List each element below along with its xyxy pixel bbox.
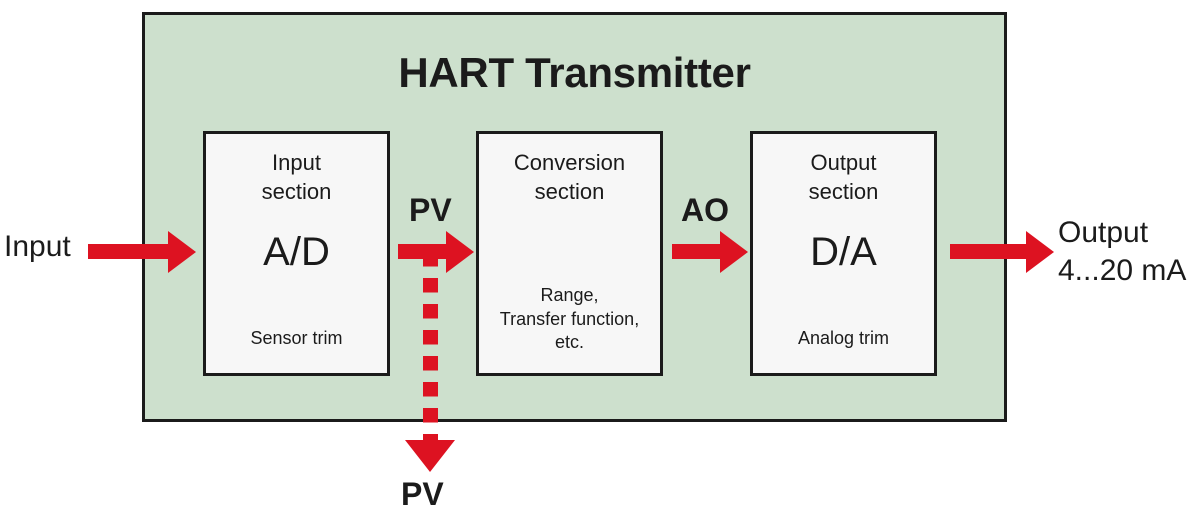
arrow-output-section-to-output bbox=[950, 230, 1054, 273]
diagram-title: HART Transmitter bbox=[398, 49, 751, 96]
label-input: Input bbox=[4, 230, 71, 263]
arrow-ao-to-output-section bbox=[672, 230, 748, 273]
label-ao: AO bbox=[681, 192, 729, 228]
block-output-title: Output section bbox=[808, 150, 879, 205]
label-pv-digital: PV bbox=[401, 476, 444, 512]
block-conversion-title: Conversion section bbox=[513, 150, 626, 205]
block-input-title: Input section bbox=[261, 150, 332, 205]
block-output-section: Output section D/A Analog trim bbox=[750, 131, 937, 376]
block-input-sub-label: Sensor trim bbox=[250, 328, 343, 349]
dashed-pv-branch-line bbox=[423, 252, 438, 442]
block-conversion-sub-label: Range, Transfer function, etc. bbox=[499, 284, 640, 353]
block-output-sub-label: Analog trim bbox=[797, 328, 890, 349]
block-output-main-label: D/A bbox=[810, 230, 877, 274]
block-conversion-section: Conversion section Range, Transfer funct… bbox=[476, 131, 663, 376]
label-pv-analog: PV bbox=[409, 192, 452, 228]
dashed-pv-branch-arrowhead-icon bbox=[405, 440, 455, 472]
block-input-section: Input section A/D Sensor trim bbox=[203, 131, 390, 376]
arrow-input-to-input-section bbox=[88, 230, 196, 273]
label-output: Output 4...20 mA bbox=[1058, 216, 1187, 288]
block-input-main-label: A/D bbox=[263, 230, 330, 274]
